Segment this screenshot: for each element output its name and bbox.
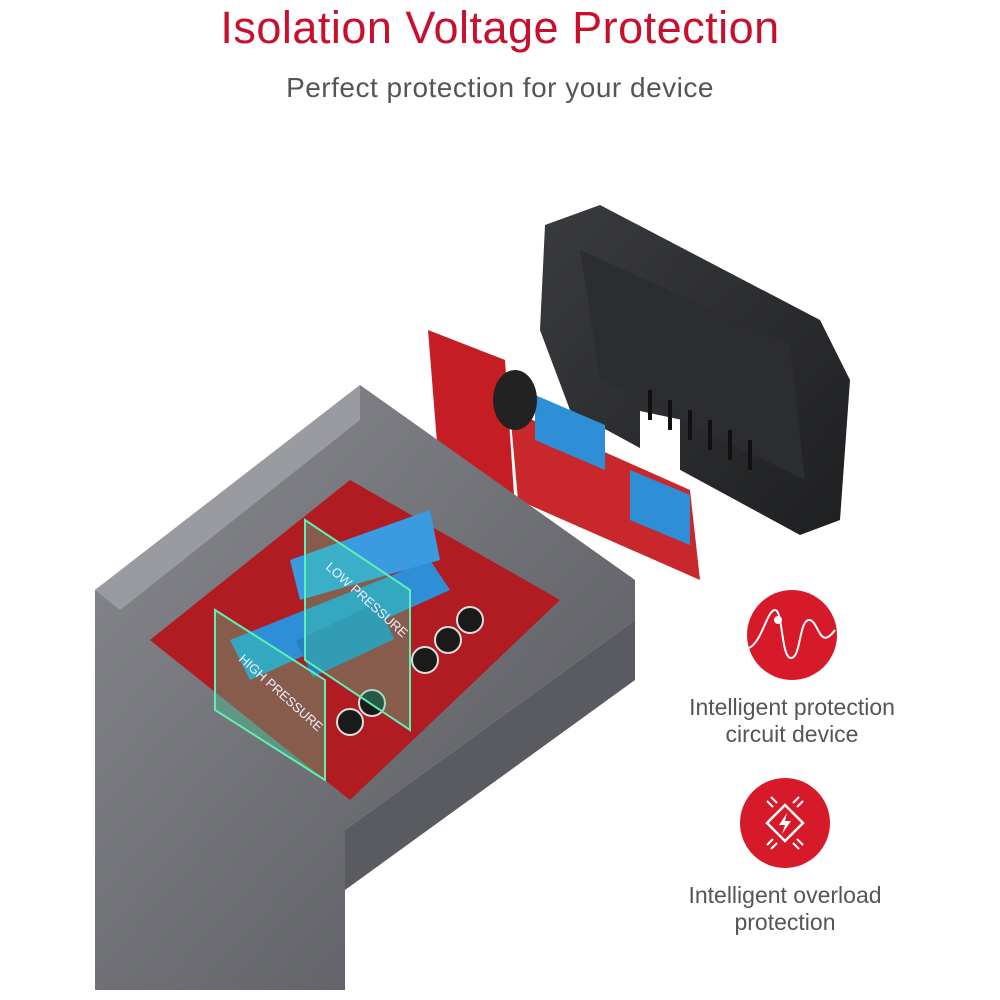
feature-line1: Intelligent overload — [688, 882, 882, 908]
rear-case — [540, 205, 850, 535]
feature-overload: Intelligent overload protection — [655, 778, 915, 936]
page-subtitle: Perfect protection for your device — [286, 72, 714, 103]
feature-line1: Intelligent protection — [689, 694, 895, 720]
page-title: Isolation Voltage Protection — [220, 2, 780, 53]
transformers — [230, 510, 450, 680]
chip-bolt-icon — [740, 778, 830, 868]
feature-line2: protection — [734, 909, 836, 935]
feature-line2: circuit device — [725, 721, 859, 747]
feature-protection-circuit: Intelligent protection circuit device — [662, 590, 922, 748]
waveform-icon — [747, 590, 837, 680]
